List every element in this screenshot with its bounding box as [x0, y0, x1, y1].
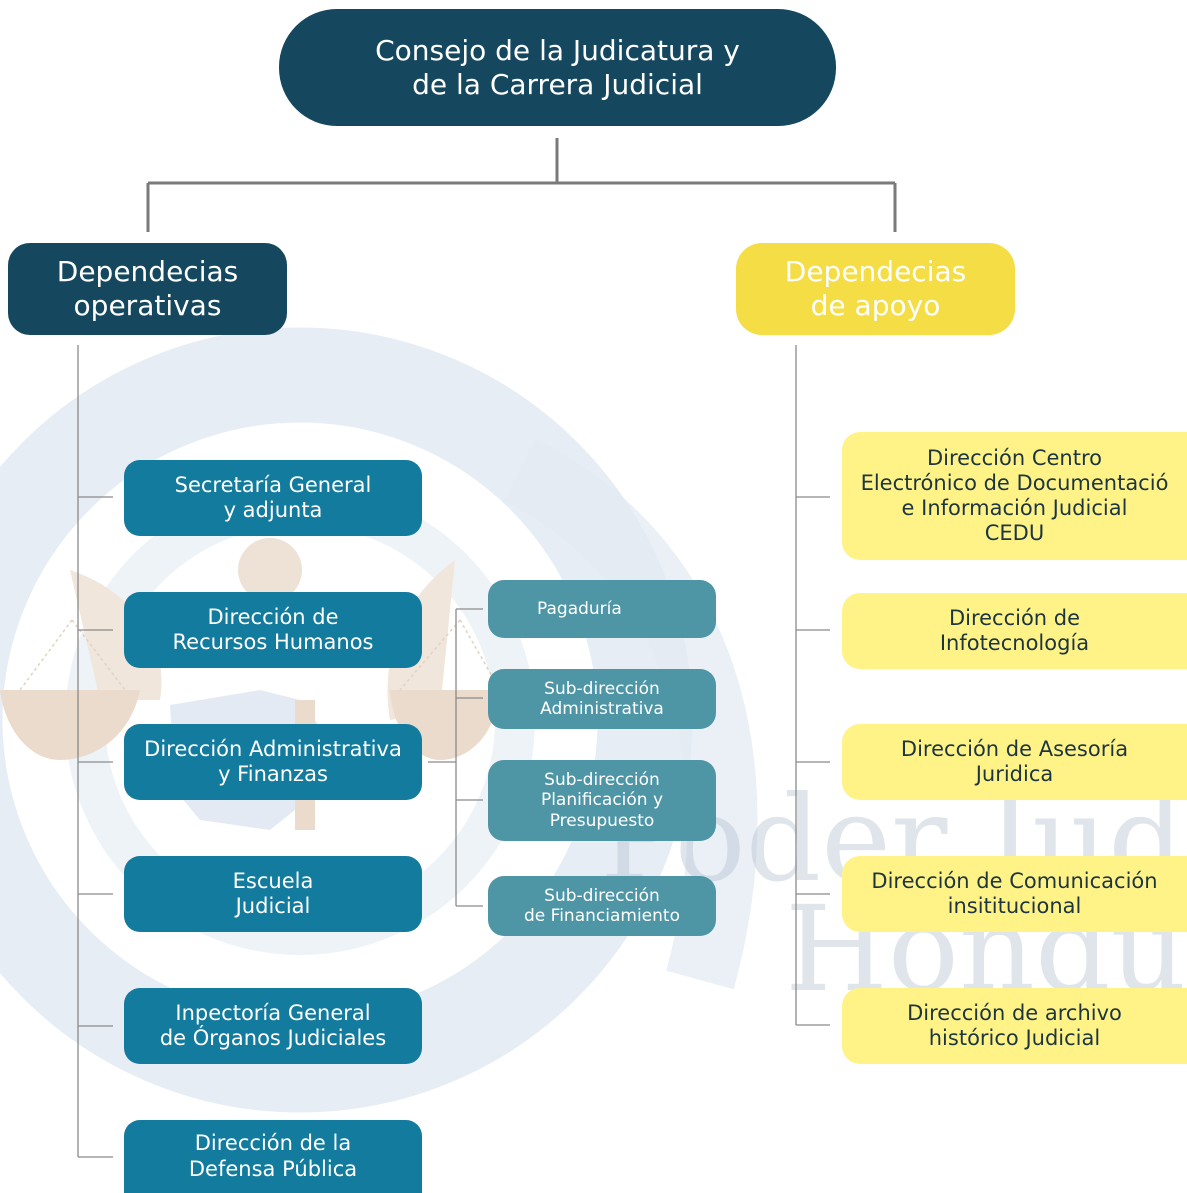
- subunit-planificacion-presupuesto: Sub-dirección Planificación y Presupuest…: [488, 760, 716, 841]
- support-cedu: Dirección Centro Electrónico de Document…: [842, 432, 1187, 560]
- subunit-administrativa: Sub-dirección Administrativa: [488, 669, 716, 729]
- subunit-pagaduria: Pagaduría: [488, 580, 716, 638]
- support-infotecnologia: Dirección de Infotecnología: [842, 593, 1187, 669]
- category-apoyo: Dependecias de apoyo: [736, 243, 1015, 335]
- unit-secretaria-general: Secretaría General y adjunta: [124, 460, 422, 536]
- unit-administrativa-finanzas: Dirección Administrativa y Finanzas: [124, 724, 422, 800]
- support-asesoria-juridica: Dirección de Asesoría Juridica: [842, 724, 1187, 800]
- unit-inspectoria-general: Inpectoría General de Órganos Judiciales: [124, 988, 422, 1064]
- support-comunicacion: Dirección de Comunicación insititucional: [842, 856, 1187, 932]
- root-council-node: Consejo de la Judicatura y de la Carrera…: [279, 9, 836, 126]
- unit-defensa-publica: Dirección de la Defensa Pública: [124, 1120, 422, 1193]
- subunit-financiamiento: Sub-dirección de Financiamiento: [488, 876, 716, 936]
- unit-recursos-humanos: Dirección de Recursos Humanos: [124, 592, 422, 668]
- category-operativas: Dependecias operativas: [8, 243, 287, 335]
- support-archivo-historico: Dirección de archivo histórico Judicial: [842, 988, 1187, 1064]
- unit-escuela-judicial: Escuela Judicial: [124, 856, 422, 932]
